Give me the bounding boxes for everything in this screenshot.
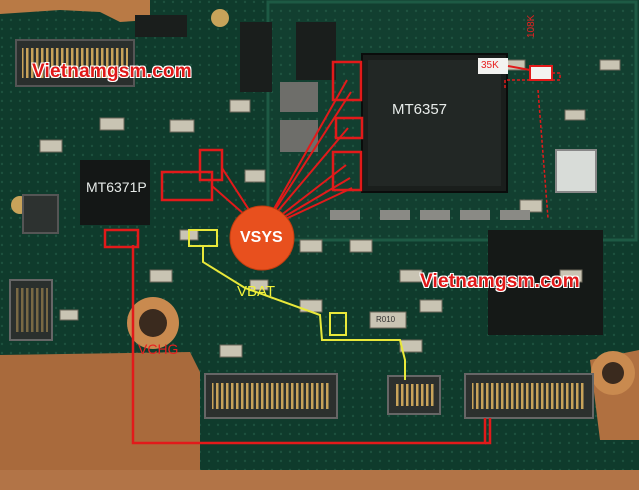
copper-bottom-left [0, 352, 200, 490]
copper-top-left [0, 0, 150, 22]
vsys-label: VSYS [240, 229, 283, 246]
charger-chip [80, 160, 150, 225]
watermark-right: Vietnamgsm.com [420, 271, 580, 292]
watermark-top: Vietnamgsm.com [32, 61, 192, 82]
vsys-dot [229, 205, 295, 271]
vchg-label: VCHG [138, 341, 179, 357]
resistor-108k-label: 108K [526, 14, 537, 38]
resistor-35k-label: 35K [481, 60, 499, 71]
pmic-label: MT6357 [392, 101, 448, 118]
vchg-trace [131, 245, 487, 445]
vbat-label: VBAT [237, 283, 276, 300]
charger-label: MT6371P [86, 179, 147, 195]
component-marking: R010 [376, 315, 396, 324]
vbat-trace [202, 246, 406, 380]
